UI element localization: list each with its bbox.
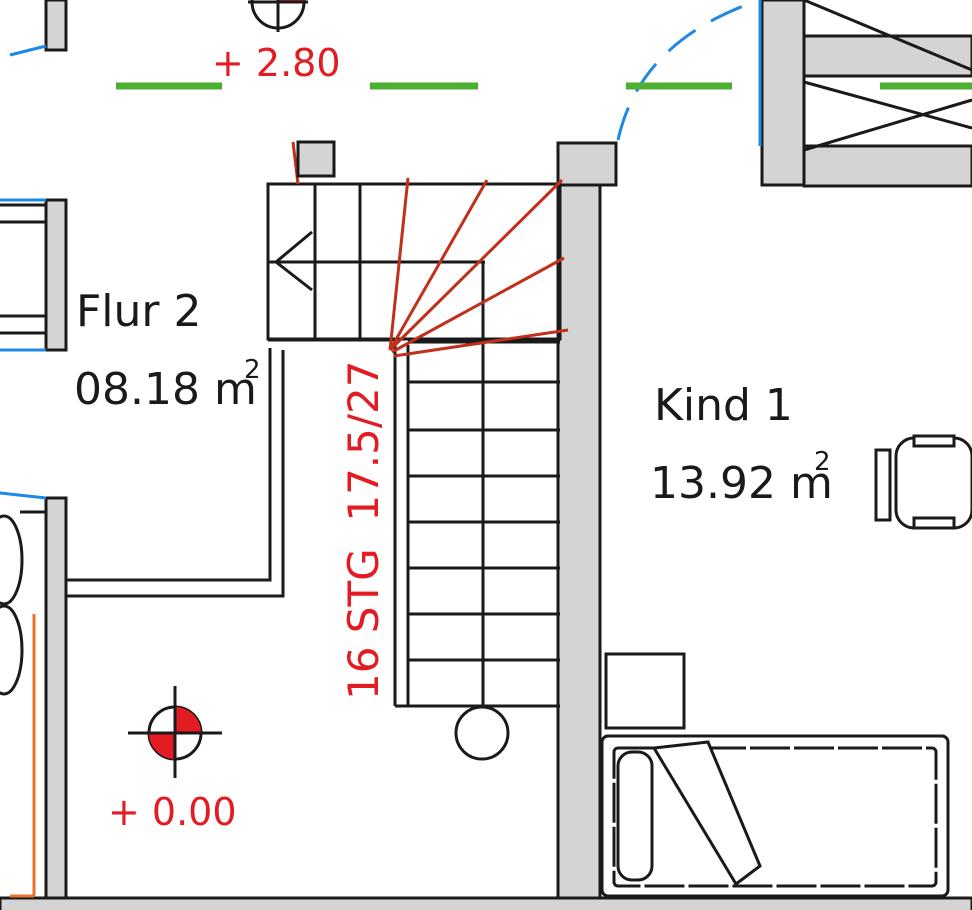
room-name-kind-1: Kind 1 xyxy=(654,380,793,431)
wall-upper-right-horizontal-1 xyxy=(802,34,972,78)
wall-bottom xyxy=(0,896,972,910)
wall-upper-right-horizontal-2 xyxy=(802,144,972,188)
level-marker-bottom xyxy=(128,686,222,778)
staircase xyxy=(266,182,562,761)
wall-left-upper xyxy=(44,198,68,352)
room-area-sup-flur-2: 2 xyxy=(244,355,261,385)
room-area-sup-kind-1: 2 xyxy=(814,447,831,477)
level-text-top: + 2.80 xyxy=(212,41,341,85)
window-lines xyxy=(0,0,762,500)
nightstand xyxy=(604,652,686,730)
room-area-kind-1: 13.92 m xyxy=(650,458,833,509)
stair-newel-circle xyxy=(454,705,510,761)
level-text-bottom: + 0.00 xyxy=(108,790,237,834)
stair-winder-lines xyxy=(291,141,569,358)
wall-left-lower xyxy=(44,496,68,910)
level-marker-top xyxy=(248,0,308,32)
left-fixture xyxy=(0,514,24,696)
bed-furniture xyxy=(600,652,950,898)
stair-label: 16 STG 17.5/27 xyxy=(339,361,388,700)
flur-partition xyxy=(0,203,285,598)
shaft-square xyxy=(296,140,336,178)
wall-top-left xyxy=(44,0,68,52)
pipe-lines xyxy=(10,614,36,898)
room-name-flur-2: Flur 2 xyxy=(76,286,202,337)
chair-furniture xyxy=(874,434,972,530)
room-area-flur-2: 08.18 m xyxy=(74,364,257,415)
wall-upper-right-vertical xyxy=(760,0,806,187)
upper-right-bracing xyxy=(803,0,972,152)
wall-central xyxy=(556,141,602,910)
door-swing-arc xyxy=(616,0,761,141)
wall-central-cap xyxy=(556,141,618,187)
stair-direction-arrow xyxy=(273,230,313,292)
